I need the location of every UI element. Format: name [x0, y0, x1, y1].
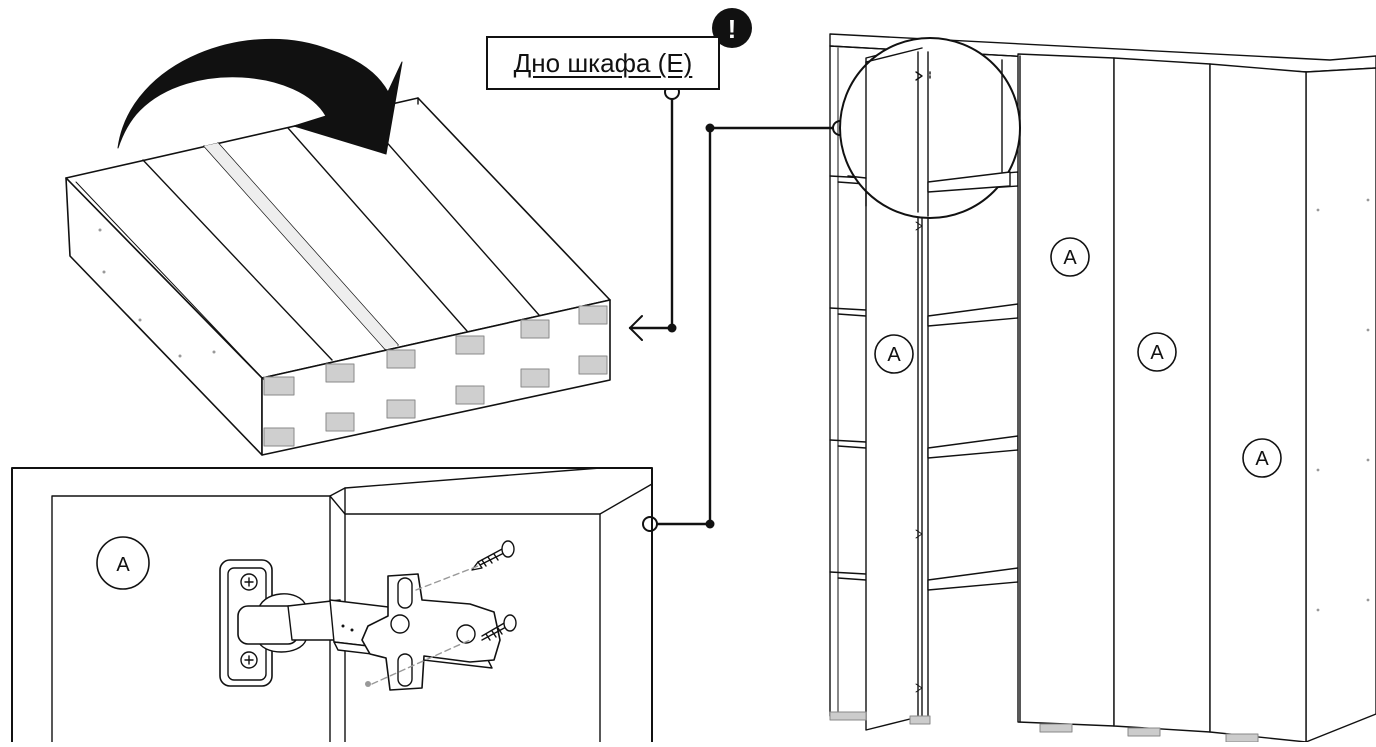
screw-icon-2 [481, 614, 517, 641]
part-label: Дно шкафа (E) [513, 47, 693, 78]
callout-connector-bottom [628, 84, 680, 341]
box-pads [263, 305, 608, 447]
center-door-marker: A [1063, 247, 1077, 269]
hinge-icon [219, 540, 517, 691]
interior-shelves [927, 171, 1019, 591]
rotate-arrow-icon [117, 38, 403, 155]
screw-icon [471, 540, 515, 571]
left-door-marker: A [887, 344, 901, 366]
right-door-b-marker: A [1255, 448, 1269, 470]
flat-pack-box [65, 97, 611, 456]
right-door-a-marker: A [1150, 342, 1164, 364]
detail-panel-marker: A [116, 554, 130, 576]
wardrobe-feet [829, 711, 1259, 743]
warning-symbol: ! [728, 14, 737, 44]
warning-badge: ! [712, 8, 752, 48]
part-label-box: Дно шкафа (E) [486, 36, 720, 90]
magnifier-detail [839, 37, 1021, 219]
wardrobe: A A A A [829, 33, 1376, 743]
door-hinge-marks [915, 221, 929, 693]
hinge-detail-panel: A [11, 467, 653, 743]
